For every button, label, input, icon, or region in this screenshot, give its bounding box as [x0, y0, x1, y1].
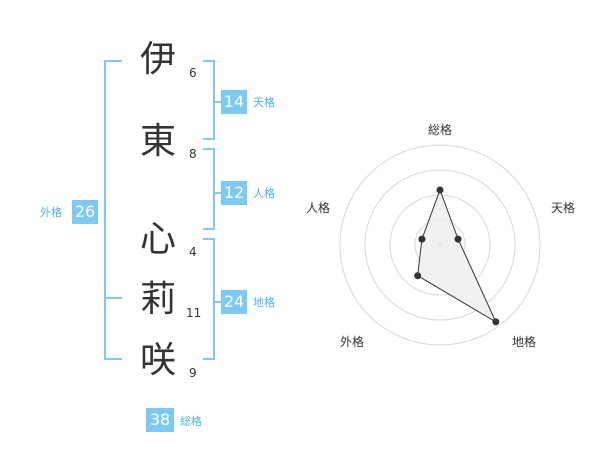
gaikaku-label: 外格	[40, 206, 62, 219]
tenkaku-bracket-vertical	[213, 60, 215, 140]
jinkaku-bracket-top	[203, 148, 215, 150]
radar-point-2	[454, 235, 462, 243]
stroke-count-2: 8	[189, 147, 197, 161]
chikaku-value-box: 24	[221, 290, 247, 314]
soukaku-value-box: 38	[146, 408, 174, 432]
gaikaku-bracket-top	[104, 60, 122, 62]
radar-point-5	[418, 235, 426, 243]
tenkaku-bracket-bottom	[203, 138, 215, 140]
gaikaku-value-box: 26	[72, 200, 98, 224]
radar-ring-3	[364, 169, 516, 321]
radar-point-3	[492, 318, 500, 326]
stroke-count-3: 4	[189, 245, 197, 259]
gaikaku-bracket-vertical	[104, 60, 106, 360]
tenkaku-connector	[215, 101, 221, 103]
gaikaku-bracket-mid	[104, 297, 122, 299]
stroke-count-1: 6	[189, 66, 197, 80]
jinkaku-value-box: 12	[221, 181, 247, 205]
radar-point-1	[436, 186, 444, 194]
jinkaku-connector	[215, 192, 221, 194]
radar-axis-label-gaikaku: 外格	[340, 335, 365, 349]
chikaku-bracket-vertical	[213, 238, 215, 360]
radar-axis-label-chikaku: 地格	[512, 335, 537, 349]
stroke-count-5: 9	[189, 366, 197, 380]
chikaku-connector	[215, 301, 221, 303]
tenkaku-label: 天格	[253, 96, 275, 109]
radar-ring-4	[339, 144, 541, 346]
stroke-count-4: 11	[186, 306, 202, 320]
radar-point-4	[414, 272, 422, 280]
radar-axis-label-soukaku: 総格	[428, 123, 453, 137]
chikaku-bracket-top	[203, 238, 215, 240]
tenkaku-bracket-top	[203, 60, 215, 62]
radar-axis-label-jinkaku: 人格	[306, 201, 331, 215]
jinkaku-bracket-bottom	[203, 228, 215, 230]
tenkaku-value-box: 14	[221, 90, 247, 114]
name-char-5: 咲	[139, 340, 176, 381]
name-char-4: 莉	[139, 279, 176, 320]
jinkaku-bracket-vertical	[213, 148, 215, 230]
soukaku-label: 総格	[180, 415, 202, 428]
radar-series-area	[417, 188, 497, 324]
gaikaku-bracket-bottom	[104, 358, 122, 360]
jinkaku-label: 人格	[253, 187, 275, 200]
chikaku-label: 地格	[253, 296, 275, 309]
name-char-3: 心	[139, 219, 176, 260]
name-char-2: 東	[139, 121, 176, 162]
radar-axis-label-tenkaku: 天格	[551, 201, 576, 215]
name-char-1: 伊	[139, 39, 176, 80]
chikaku-bracket-bottom	[203, 358, 215, 360]
